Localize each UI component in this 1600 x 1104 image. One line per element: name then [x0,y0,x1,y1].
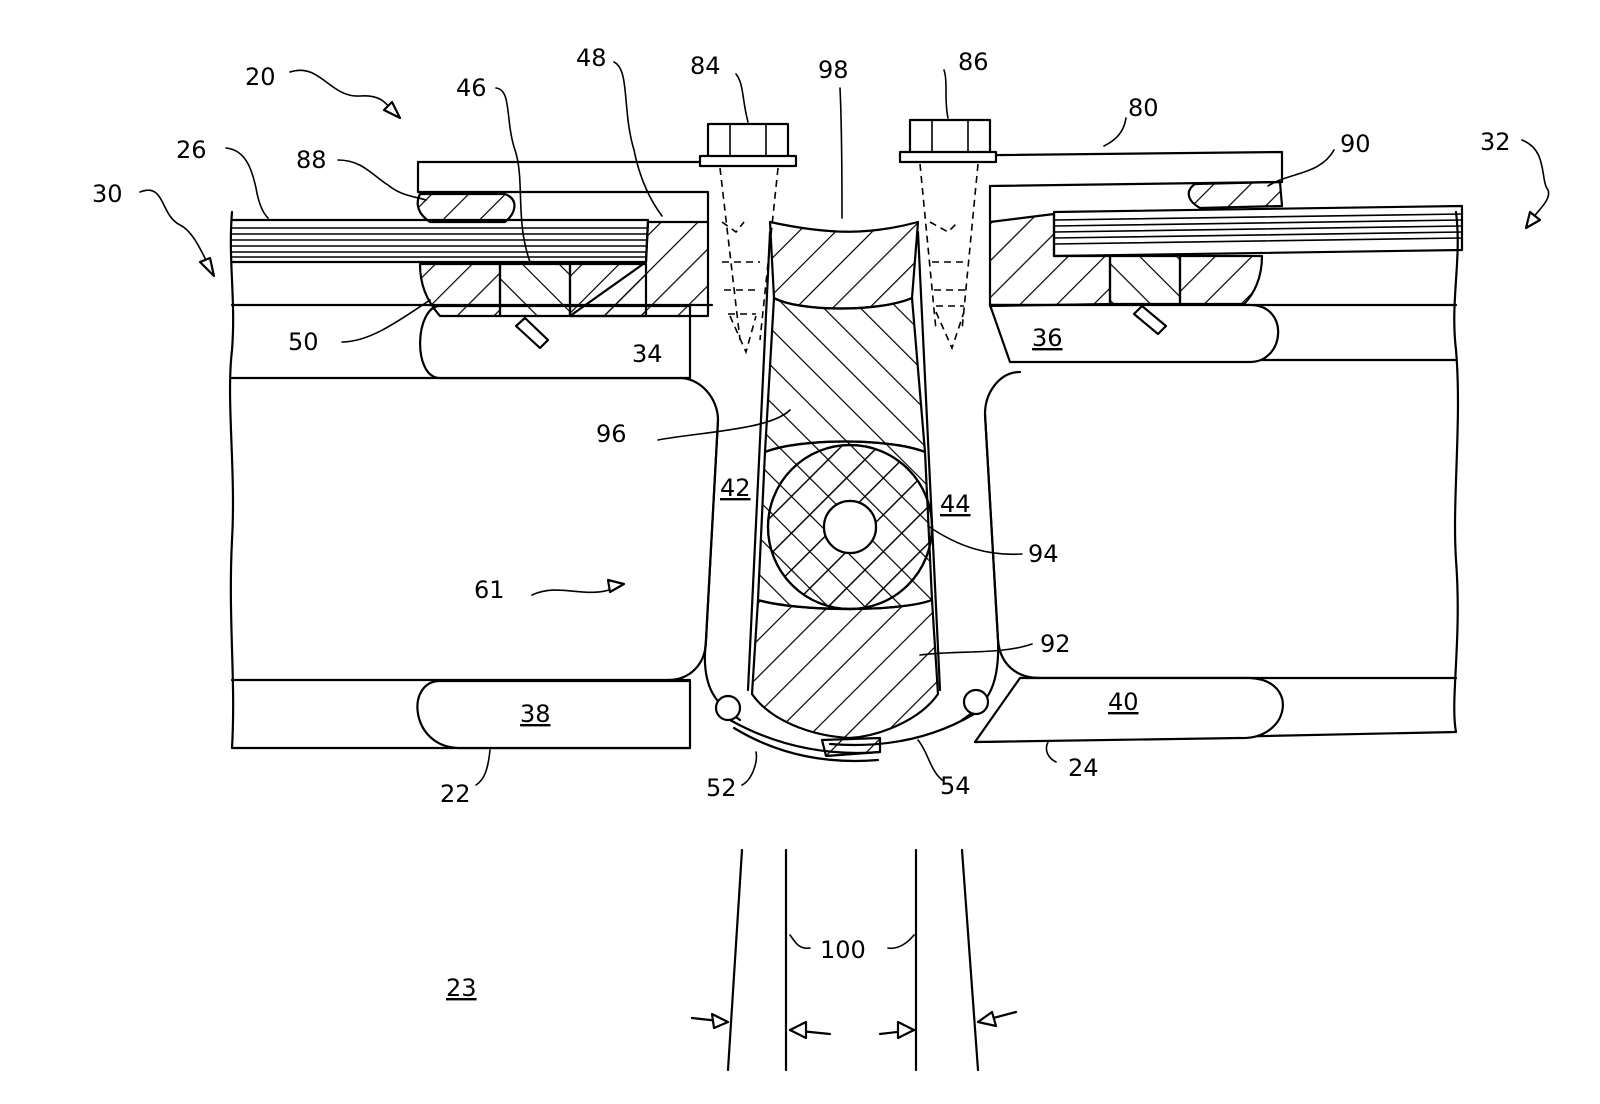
label-94: 94 [1028,540,1059,568]
label-34: 34 [632,340,663,368]
pad-88 [418,194,515,222]
label-46: 46 [456,74,487,102]
label-86: 86 [958,48,989,76]
label-90: 90 [1340,130,1371,158]
clip-pin-left [716,696,740,720]
label-32: 32 [1480,128,1511,156]
label-100: 100 [820,936,866,964]
label-50: 50 [288,328,319,356]
clip-pin-right [964,690,988,714]
pad-38 [417,681,690,748]
label-96: 96 [596,420,627,448]
label-36: 36 [1032,324,1063,352]
label-20: 20 [245,63,276,91]
label-26: 26 [176,136,207,164]
label-88: 88 [296,146,327,174]
label-54: 54 [940,772,971,800]
label-61: 61 [474,576,505,604]
label-98: 98 [818,56,849,84]
cavity-61 [668,378,718,680]
wedge-92 [752,600,938,738]
label-23: 23 [446,974,477,1002]
label-80: 80 [1128,94,1159,122]
label-52: 52 [706,774,737,802]
label-92: 92 [1040,630,1071,658]
label-30: 30 [92,180,123,208]
label-44: 44 [940,490,971,518]
wedge-96 [765,298,925,452]
label-42: 42 [720,474,751,502]
seal-46 [500,264,570,316]
label-84: 84 [690,52,721,80]
label-48: 48 [576,44,607,72]
label-22: 22 [440,780,471,808]
laminate-26 [232,220,648,262]
block-right [990,214,1110,306]
label-24: 24 [1068,754,1099,782]
label-40: 40 [1108,688,1139,716]
label-38: 38 [520,700,551,728]
wedge-98 [770,222,918,309]
